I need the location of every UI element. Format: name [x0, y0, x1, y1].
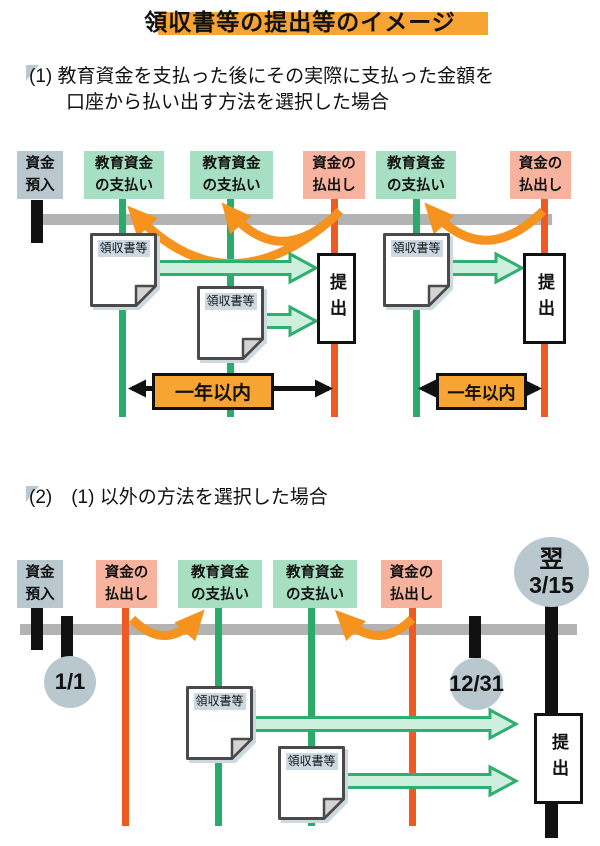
timeline-1 — [43, 214, 552, 225]
date-label: 1/1 — [54, 669, 86, 694]
receipt-label: 領収書等 — [193, 693, 246, 710]
label-education-payment: 教育資金 の支払い — [178, 560, 262, 608]
label-line: 資金の — [104, 565, 149, 581]
date-dec31: 12/31 — [448, 658, 505, 710]
date-label: 12/31 — [448, 671, 505, 696]
label-education-payment: 教育資金 の支払い — [84, 151, 164, 199]
receipt-label: 領収書等 — [204, 293, 257, 310]
label-line: の支払い — [202, 178, 261, 194]
section2-heading: (2) (1) 以外の方法を選択した場合 — [29, 487, 328, 508]
label-line: の支払い — [191, 587, 249, 603]
section1-heading-line1: (1) 教育資金を支払った後にその実際に支払った金額を — [29, 66, 495, 87]
deposit-tick-d2 — [31, 607, 43, 650]
label-line: 資金の — [518, 156, 563, 172]
label-line: 教育資金 — [191, 565, 249, 581]
page-title: 領収書等の提出等のイメージ — [144, 9, 456, 35]
label-line: 資金 — [25, 156, 55, 172]
submit-label: 提出 — [549, 732, 568, 785]
receipt-document: 領収書等 — [197, 286, 264, 360]
label-withdrawal: 資金の 払出し — [510, 151, 571, 199]
education-payment-line — [413, 199, 420, 417]
label-line: の支払い — [286, 587, 344, 603]
label-deposit: 資金 預入 — [17, 560, 63, 608]
label-line: 教育資金 — [202, 156, 261, 172]
one-year-label: 一年以内 — [174, 383, 251, 404]
date-label: 3/15 — [529, 571, 574, 598]
label-line: 教育資金 — [286, 565, 344, 581]
receipt-document: 領収書等 — [90, 233, 157, 307]
label-education-payment: 教育資金 の支払い — [190, 151, 273, 199]
education-payment-line — [119, 199, 126, 417]
label-line: 払出し — [104, 587, 149, 603]
label-line: 資金 — [25, 565, 55, 581]
submit-label: 提出 — [535, 272, 554, 325]
label-line: 教育資金 — [95, 156, 153, 172]
submit-label: 提出 — [327, 272, 346, 325]
section1-heading-line2: 口座から払い出す方法を選択した場合 — [66, 92, 390, 113]
one-year-box: 一年以内 — [436, 373, 527, 410]
submit-box: 提出 — [317, 253, 356, 344]
title-highlight — [158, 12, 488, 35]
submit-box: 提出 — [534, 713, 583, 804]
receipt-submit-arrow — [210, 707, 520, 741]
receipt-label: 領収書等 — [97, 240, 150, 257]
label-line: 預入 — [25, 178, 55, 194]
withdrawal-line — [122, 607, 129, 826]
date-next-mar15: 翌 3/15 — [514, 537, 589, 607]
withdraw-to-payment-arrow — [221, 202, 344, 246]
receipt-document: 領収書等 — [383, 233, 450, 307]
one-year-label: 一年以内 — [447, 384, 516, 403]
label-withdrawal: 資金の 払出し — [96, 560, 157, 608]
label-line: 払出し — [312, 178, 356, 194]
receipt-label: 領収書等 — [285, 753, 338, 770]
label-education-payment: 教育資金 の支払い — [376, 151, 456, 199]
label-line: 資金の — [389, 565, 434, 581]
withdraw-to-payment-arrow — [128, 609, 205, 642]
label-line: 払出し — [518, 178, 563, 194]
label-withdrawal: 資金の 払出し — [381, 560, 442, 608]
label-line: 資金の — [312, 156, 356, 172]
label-line: 預入 — [25, 587, 55, 603]
receipt-label: 領収書等 — [390, 240, 443, 257]
jan1-tick — [61, 616, 73, 658]
label-education-payment: 教育資金 の支払い — [273, 560, 357, 608]
label-line: の支払い — [95, 178, 153, 194]
withdraw-to-payment-arrow — [424, 202, 547, 245]
label-withdrawal: 資金の 払出し — [303, 151, 365, 199]
receipt-document: 領収書等 — [278, 746, 345, 820]
label-deposit: 資金 預入 — [17, 151, 63, 199]
timeline-2 — [20, 624, 577, 635]
date-label: 翌 — [539, 545, 564, 573]
dec31-tick — [469, 616, 481, 658]
one-year-box: 一年以内 — [152, 373, 274, 410]
deposit-tick-d1 — [31, 200, 43, 243]
submit-box: 提出 — [523, 253, 566, 344]
withdraw-to-payment-arrow — [334, 609, 416, 642]
date-jan1: 1/1 — [44, 656, 96, 708]
label-line: 払出し — [389, 587, 434, 603]
receipt-document: 領収書等 — [186, 686, 253, 760]
label-line: 教育資金 — [387, 156, 445, 172]
label-line: の支払い — [387, 178, 445, 194]
